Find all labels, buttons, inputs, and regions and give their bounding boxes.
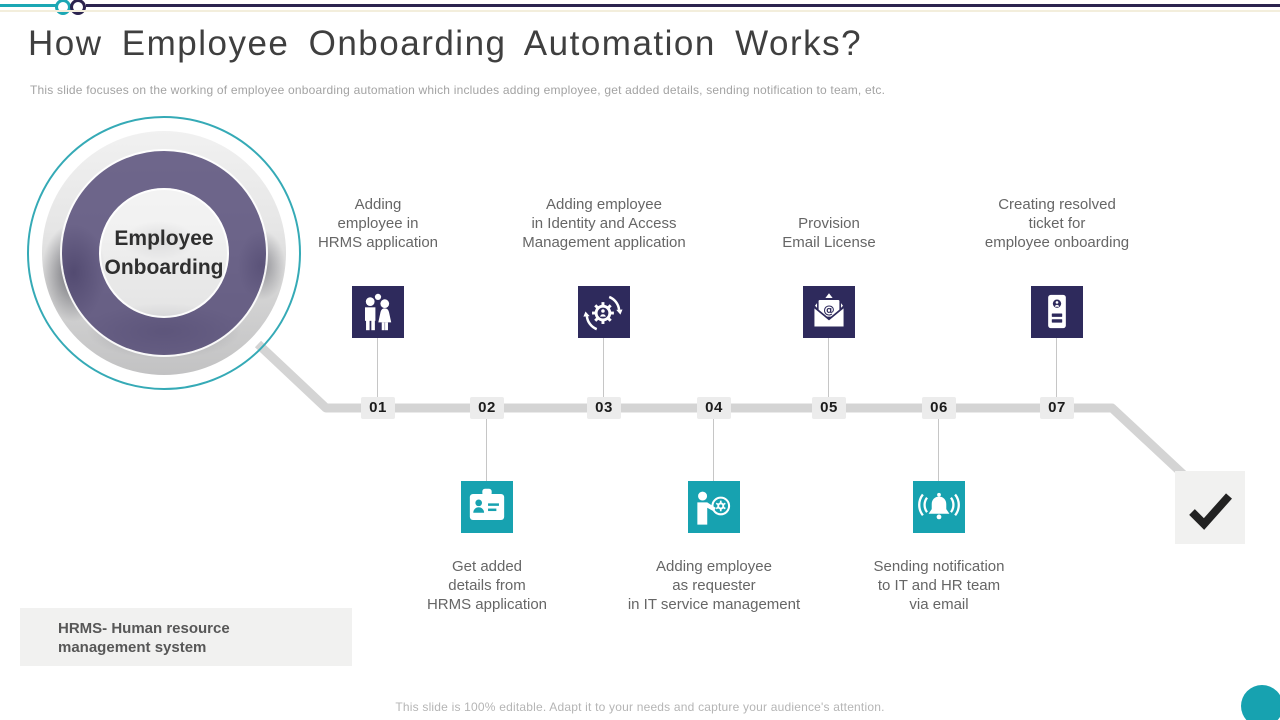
step-connector [603, 338, 604, 403]
step-label: Sending notification to IT and HR team v… [873, 558, 1005, 613]
step-number: 02 [470, 397, 504, 419]
requester-gear-icon [697, 491, 731, 525]
completion-box [1175, 471, 1245, 544]
footnote-box: HRMS- Human resource management system [20, 608, 352, 666]
identity-access-gear-icon [583, 295, 623, 331]
onboarding-circle-ring [27, 116, 301, 390]
step-number: 05 [812, 397, 846, 419]
step-icon-box [688, 481, 740, 533]
step-icon-box [913, 481, 965, 533]
step-connector [1056, 338, 1057, 403]
step-number: 03 [587, 397, 621, 419]
step-connector [828, 338, 829, 403]
step-connector [377, 338, 378, 403]
step-number: 07 [1040, 397, 1074, 419]
resolved-ticket-icon [1048, 294, 1066, 329]
step-connector [713, 413, 714, 481]
people-icon [365, 293, 392, 331]
corner-dot [1241, 685, 1280, 720]
step-label: Creating resolved ticket for employee on… [984, 196, 1130, 251]
step-icon-box [1031, 286, 1083, 338]
top-teal-line [0, 4, 56, 7]
top-beige-line [0, 10, 1280, 12]
navy-ring-icon [70, 0, 86, 15]
circle-inner-overlay [99, 188, 229, 318]
step-number: 01 [361, 397, 395, 419]
step-label: Adding employee in Identity and Access M… [522, 196, 686, 251]
step-number: 06 [922, 397, 956, 419]
svg-text:@: @ [823, 303, 834, 317]
notification-bell-icon [918, 492, 960, 520]
step-icon-box [352, 286, 404, 338]
step-connector [938, 413, 939, 481]
step-label: Provision Email License [782, 215, 876, 251]
step-icon-box: @ [803, 286, 855, 338]
email-at-icon: @ [813, 293, 845, 327]
step-number: 04 [697, 397, 731, 419]
step-label: Adding employee as requester in IT servi… [627, 558, 801, 613]
slide-subtitle: This slide focuses on the working of emp… [30, 83, 886, 97]
teal-ring-icon [55, 0, 71, 15]
id-card-icon [469, 488, 505, 520]
step-icon-box [461, 481, 513, 533]
step-label: Get added details from HRMS application [426, 558, 548, 613]
footer-note: This slide is 100% editable. Adapt it to… [395, 700, 885, 714]
step-icon-box [578, 286, 630, 338]
checkmark-icon [1189, 492, 1232, 530]
top-navy-line [86, 4, 1280, 7]
step-label: Adding employee in HRMS application [317, 196, 439, 251]
step-connector [486, 413, 487, 481]
page-title: How Employee Onboarding Automation Works… [28, 24, 863, 63]
circle-title: Employee Onboarding [104, 227, 224, 279]
